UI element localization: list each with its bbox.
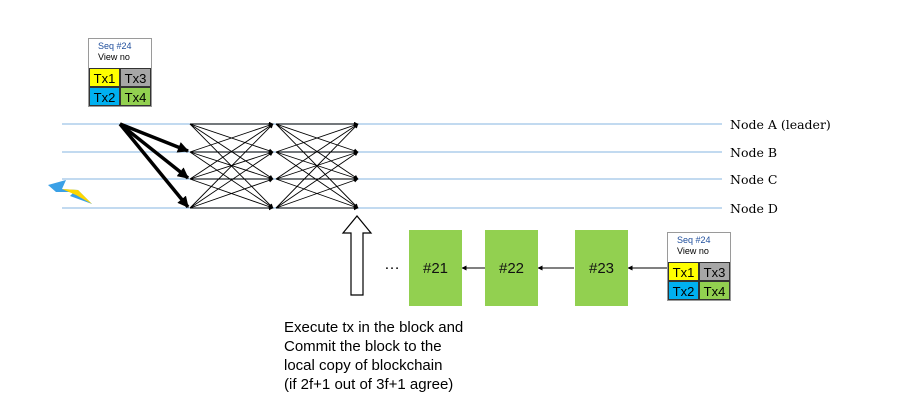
caption-line: Execute tx in the block and	[284, 319, 464, 336]
tx-cell: Tx2	[668, 281, 699, 300]
tx-cell: Tx1	[89, 68, 120, 87]
view-number: View no	[98, 52, 130, 62]
chain-block: #22	[485, 230, 538, 306]
tx-cell: Tx3	[699, 262, 730, 281]
tx-cell: Tx4	[699, 281, 730, 300]
tx-cell: Tx2	[89, 87, 120, 106]
message-arrow	[189, 151, 274, 209]
tx-cell: Tx4	[120, 87, 151, 106]
tx-cell: Tx3	[120, 68, 151, 87]
chain-ellipsis: …	[384, 256, 400, 273]
seq-number: Seq #24	[98, 41, 132, 51]
pre-prepare-arrows	[118, 122, 190, 209]
message-arrow	[275, 178, 359, 209]
node-d-label: Node D	[730, 201, 778, 216]
message-arrow	[189, 123, 274, 153]
node-c-label: Node C	[730, 172, 778, 187]
tx-grid: Tx1 Tx3 Tx2 Tx4	[668, 262, 730, 300]
commit-phase-mesh	[275, 121, 359, 211]
message-arrow	[189, 178, 274, 209]
chain-block: #21	[409, 230, 462, 306]
view-number: View no	[677, 246, 709, 256]
message-arrow	[189, 123, 274, 209]
node-a-label: Node A (leader)	[730, 117, 831, 132]
message-arrow	[275, 123, 359, 209]
caption-line: Commit the block to the	[284, 338, 442, 355]
chain-block: #23	[575, 230, 628, 306]
message-arrow	[275, 151, 359, 209]
message-arrow	[275, 123, 359, 153]
committed-block: Seq #24 View no Tx1 Tx3 Tx2 Tx4	[667, 232, 731, 301]
seq-number: Seq #24	[677, 235, 711, 245]
caption-line: local copy of blockchain	[284, 357, 443, 374]
message-arrow	[189, 123, 274, 180]
lightning-icon	[48, 180, 92, 204]
tx-grid: Tx1 Tx3 Tx2 Tx4	[89, 68, 151, 106]
execute-up-arrow	[341, 215, 373, 296]
message-arrow	[275, 123, 359, 180]
leader-proposed-block: Seq #24 View no Tx1 Tx3 Tx2 Tx4	[88, 38, 152, 107]
node-b-label: Node B	[730, 145, 778, 160]
caption-line: (if 2f+1 out of 3f+1 agree)	[284, 376, 454, 393]
prepare-phase-mesh	[189, 121, 274, 211]
block-header: Seq #24 View no	[668, 233, 730, 262]
tx-cell: Tx1	[668, 262, 699, 281]
block-header: Seq #24 View no	[89, 39, 151, 68]
commit-caption: Execute tx in the block and Commit the b…	[284, 318, 463, 394]
